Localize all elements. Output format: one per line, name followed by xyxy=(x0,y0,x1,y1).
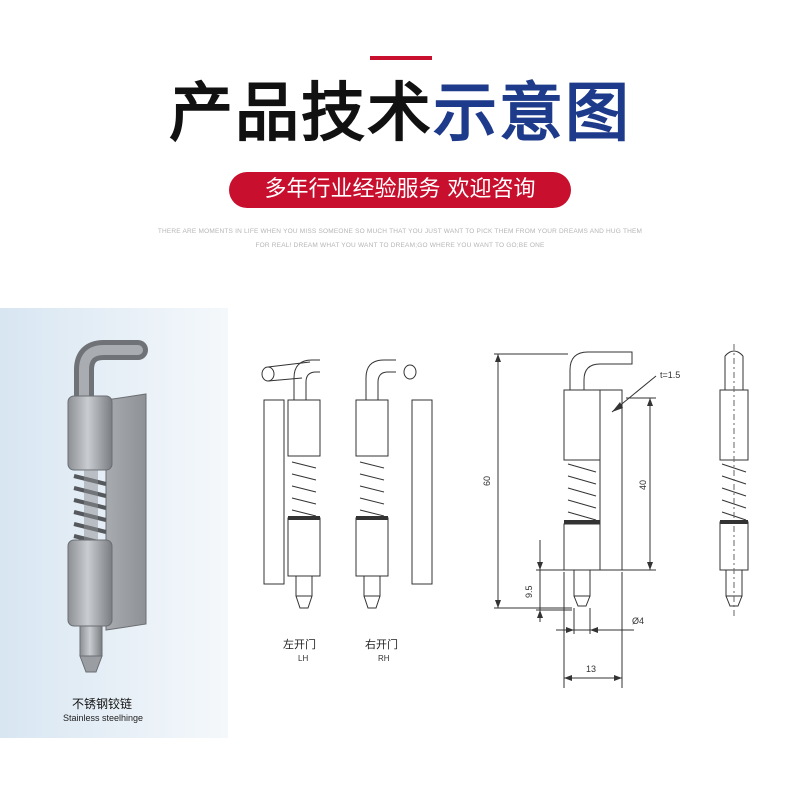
dim-total-height: 60 xyxy=(482,476,492,486)
dimension-drawing: t=1.5 60 40 9.5 Ø4 13 xyxy=(482,344,749,688)
slogan-pill: 多年行业经验服务 欢迎咨询 xyxy=(229,172,571,208)
hinge-render xyxy=(67,340,148,673)
caption-lh: LH xyxy=(298,654,309,663)
subtext-line-2: FOR REAL! DREAM WHAT YOU WANT TO DREAM;G… xyxy=(255,242,545,249)
caption-rh: RH xyxy=(378,654,390,663)
dim-body-height: 40 xyxy=(638,480,648,490)
subtext-line-1: THERE ARE MOMENTS IN LIFE WHEN YOU MISS … xyxy=(157,228,643,235)
caption-left-door: 左开门 xyxy=(283,638,316,651)
dim-width: 13 xyxy=(586,664,596,674)
page-title: 产品技术示意图 xyxy=(0,74,800,154)
dim-pin-length: 9.5 xyxy=(524,585,534,598)
dim-thickness: t=1.5 xyxy=(660,370,680,380)
product-name-cn: 不锈钢铰链 xyxy=(72,697,133,711)
accent-bar xyxy=(370,56,432,60)
dim-pin-diameter: Ø4 xyxy=(632,616,644,626)
caption-right-door: 右开门 xyxy=(365,638,398,651)
lh-rh-drawings xyxy=(261,359,433,609)
title-part-blue: 示意图 xyxy=(433,77,631,151)
product-name-en: Stainless steelhinge xyxy=(63,713,144,723)
title-part-black: 产品技术 xyxy=(169,77,433,151)
